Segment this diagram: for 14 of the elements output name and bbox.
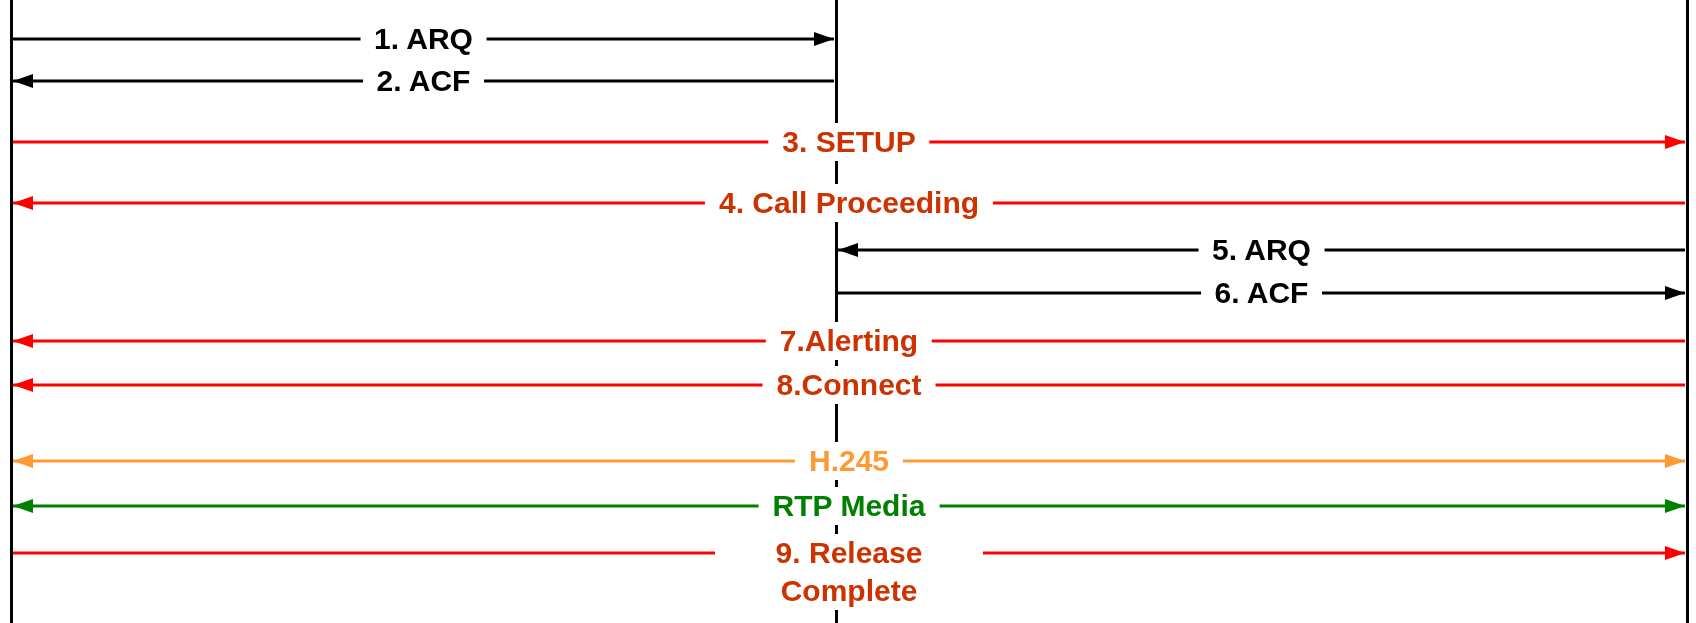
- edge-label: 9. Release Complete: [715, 534, 983, 610]
- edge-label: 4. Call Proceeding: [704, 184, 994, 222]
- lifeline: [1685, 0, 1689, 623]
- edge-label: 3. SETUP: [768, 123, 930, 161]
- message-arrow: [13, 499, 1685, 513]
- message-arrow: [13, 454, 1685, 468]
- edge-label: H.245: [794, 442, 904, 480]
- message-arrow: [13, 378, 1685, 392]
- edge-label: RTP Media: [758, 487, 940, 525]
- edge-label: 7.Alerting: [765, 322, 933, 360]
- message-arrow: [13, 135, 1685, 149]
- message-arrow: [13, 334, 1685, 348]
- edge-label: 8.Connect: [762, 366, 936, 404]
- lifeline: [9, 0, 13, 623]
